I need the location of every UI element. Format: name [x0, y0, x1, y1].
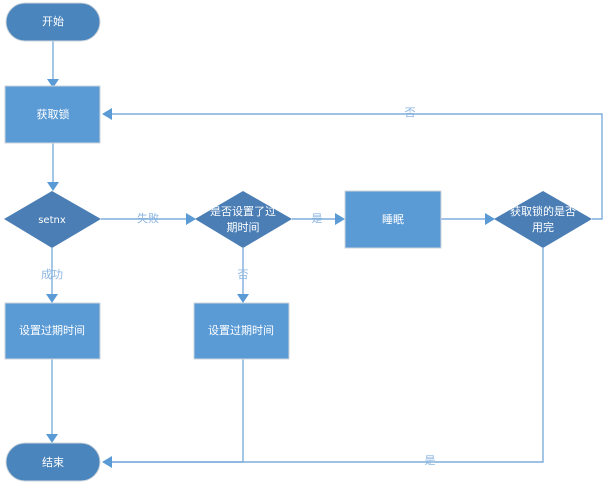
node-sleep-label: 睡眠 — [382, 213, 404, 226]
node-end[interactable]: 结束 — [5, 442, 101, 482]
process-shape — [193, 302, 290, 360]
arrow-head-icon — [47, 182, 59, 191]
edge-label-has-expire-no: 否 — [238, 268, 249, 281]
node-lock-used-up-label-line1: 获取锁的是否 — [510, 204, 576, 218]
node-end-label: 结束 — [42, 456, 64, 469]
edge-acquire-to-setnx — [47, 143, 59, 191]
node-start-label: 开始 — [42, 14, 64, 28]
process-shape — [4, 302, 101, 360]
edge-label-layer: 成功 失败 是 否 否 是 — [41, 106, 436, 467]
edge-line — [112, 113, 603, 220]
node-set-expire-2[interactable]: 设置过期时间 — [193, 302, 290, 360]
node-setnx-label: setnx — [38, 215, 66, 226]
edge-lock-used-up-no-to-acquire — [102, 108, 603, 220]
edge-label-has-expire-yes: 是 — [312, 212, 323, 225]
edge-label-lock-used-up-no: 否 — [405, 106, 416, 119]
edge-layer — [46, 40, 603, 468]
edge-start-to-acquire — [47, 40, 59, 88]
node-has-expire-label-line2: 期时间 — [227, 221, 260, 234]
edge-label-setnx-fail: 失败 — [137, 211, 159, 225]
arrow-head-icon — [102, 456, 112, 468]
edge-set-expire-1-to-end — [46, 358, 58, 443]
arrow-head-icon — [237, 294, 249, 303]
process-shape — [344, 190, 442, 249]
node-setnx-decision[interactable]: setnx — [4, 191, 101, 248]
edge-has-expire-to-sleep — [292, 213, 345, 225]
arrow-head-icon — [47, 79, 59, 88]
node-set-expire-1[interactable]: 设置过期时间 — [4, 302, 101, 360]
edge-label-lock-used-up-yes: 是 — [425, 454, 436, 467]
decision-shape — [195, 191, 292, 248]
decision-shape — [494, 191, 592, 248]
edge-set-expire-2-to-end — [112, 358, 244, 463]
edge-setnx-to-has-expire — [101, 213, 196, 225]
node-set-expire-2-label: 设置过期时间 — [208, 324, 274, 337]
edge-line — [112, 248, 544, 463]
node-sleep[interactable]: 睡眠 — [344, 190, 442, 249]
edge-line — [112, 358, 244, 463]
node-acquire-lock[interactable]: 获取锁 — [4, 85, 101, 144]
terminal-shape — [5, 2, 101, 42]
node-lock-used-up-label-line2: 用完 — [532, 220, 554, 234]
arrow-head-icon — [102, 108, 112, 120]
edge-label-setnx-success: 成功 — [41, 268, 63, 281]
arrow-head-icon — [335, 213, 345, 225]
terminal-shape — [5, 442, 101, 482]
arrow-head-icon — [46, 434, 58, 443]
decision-shape — [4, 191, 101, 248]
process-shape — [4, 85, 101, 144]
edge-sleep-to-lock-used-up — [441, 213, 495, 225]
edge-setnx-to-set-expire-1 — [46, 248, 58, 303]
edge-lock-used-up-yes-to-end — [102, 248, 544, 468]
arrow-head-icon — [485, 213, 495, 225]
node-acquire-lock-label: 获取锁 — [37, 107, 70, 121]
arrow-head-icon — [186, 213, 196, 225]
arrow-head-icon — [46, 294, 58, 303]
node-lock-used-up-decision[interactable]: 获取锁的是否 用完 — [494, 191, 592, 248]
node-set-expire-1-label: 设置过期时间 — [19, 324, 85, 337]
node-has-expire-decision[interactable]: 是否设置了过 期时间 — [195, 191, 292, 248]
edge-has-expire-to-set-expire-2 — [237, 248, 249, 303]
node-start[interactable]: 开始 — [5, 2, 101, 42]
node-has-expire-label-line1: 是否设置了过 — [210, 205, 276, 218]
